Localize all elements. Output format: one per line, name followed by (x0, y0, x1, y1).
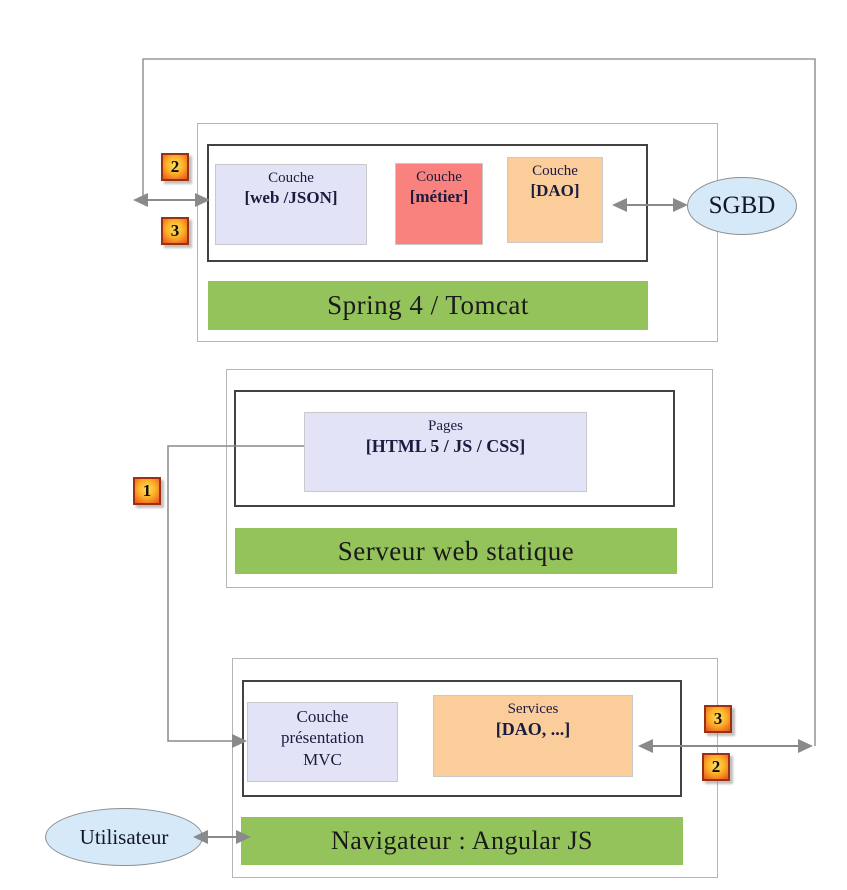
user-ellipse: Utilisateur (45, 808, 203, 866)
services-loop-arrowhead-right-icon (798, 739, 813, 753)
step-badge-2-top-label: 2 (170, 157, 180, 176)
layer-dao-detail: [DAO] (530, 180, 580, 200)
services-detail: [DAO, ...] (495, 718, 571, 739)
pages-title: Pages (428, 418, 463, 434)
layer-metier-title: Couche (416, 169, 462, 185)
spring-web-arrowhead-left-icon (133, 193, 148, 207)
layer-web-json-box: Couche [web /JSON] (215, 164, 367, 245)
presentation-layer-box: Couche présentation MVC (247, 702, 398, 782)
layer-dao-box: Couche [DAO] (507, 157, 603, 243)
layer-metier-detail: [métier] (409, 186, 469, 206)
layer-dao-title: Couche (532, 163, 578, 179)
navigator-bar: Navigateur : Angular JS (241, 817, 683, 865)
layer-metier-box: Couche [métier] (395, 163, 483, 245)
static-server-label: Serveur web statique (337, 535, 575, 566)
step-badge-1: 1 (133, 477, 161, 505)
user-label: Utilisateur (79, 824, 169, 849)
presentation-line3: MVC (303, 749, 342, 769)
step-badge-2-top: 2 (161, 153, 189, 181)
presentation-line1: Couche (296, 707, 349, 726)
step-badge-2-bottom-label: 2 (711, 757, 721, 776)
services-title: Services (507, 701, 559, 717)
spring-tomcat-bar: Spring 4 / Tomcat (208, 281, 648, 330)
presentation-line2: présentation (280, 728, 365, 748)
step-badge-3-bottom: 3 (704, 705, 732, 733)
layer-web-title: Couche (268, 170, 314, 186)
step-badge-3-top-label: 3 (170, 221, 180, 240)
navigator-label: Navigateur : Angular JS (330, 826, 594, 855)
static-server-bar: Serveur web statique (235, 528, 677, 574)
services-box: Services [DAO, ...] (433, 695, 633, 777)
step-badge-3-top: 3 (161, 217, 189, 245)
step-badge-2-bottom: 2 (702, 753, 730, 781)
pages-box: Pages [HTML 5 / JS / CSS] (304, 412, 587, 492)
pages-detail: [HTML 5 / JS / CSS] (365, 435, 526, 456)
sgbd-label: SGBD (708, 192, 776, 219)
step-badge-1-label: 1 (142, 481, 152, 500)
layer-web-detail: [web /JSON] (244, 187, 338, 207)
step-badge-3-bottom-label: 3 (713, 709, 723, 728)
sgbd-ellipse: SGBD (687, 177, 797, 235)
spring-tomcat-label: Spring 4 / Tomcat (327, 290, 529, 320)
